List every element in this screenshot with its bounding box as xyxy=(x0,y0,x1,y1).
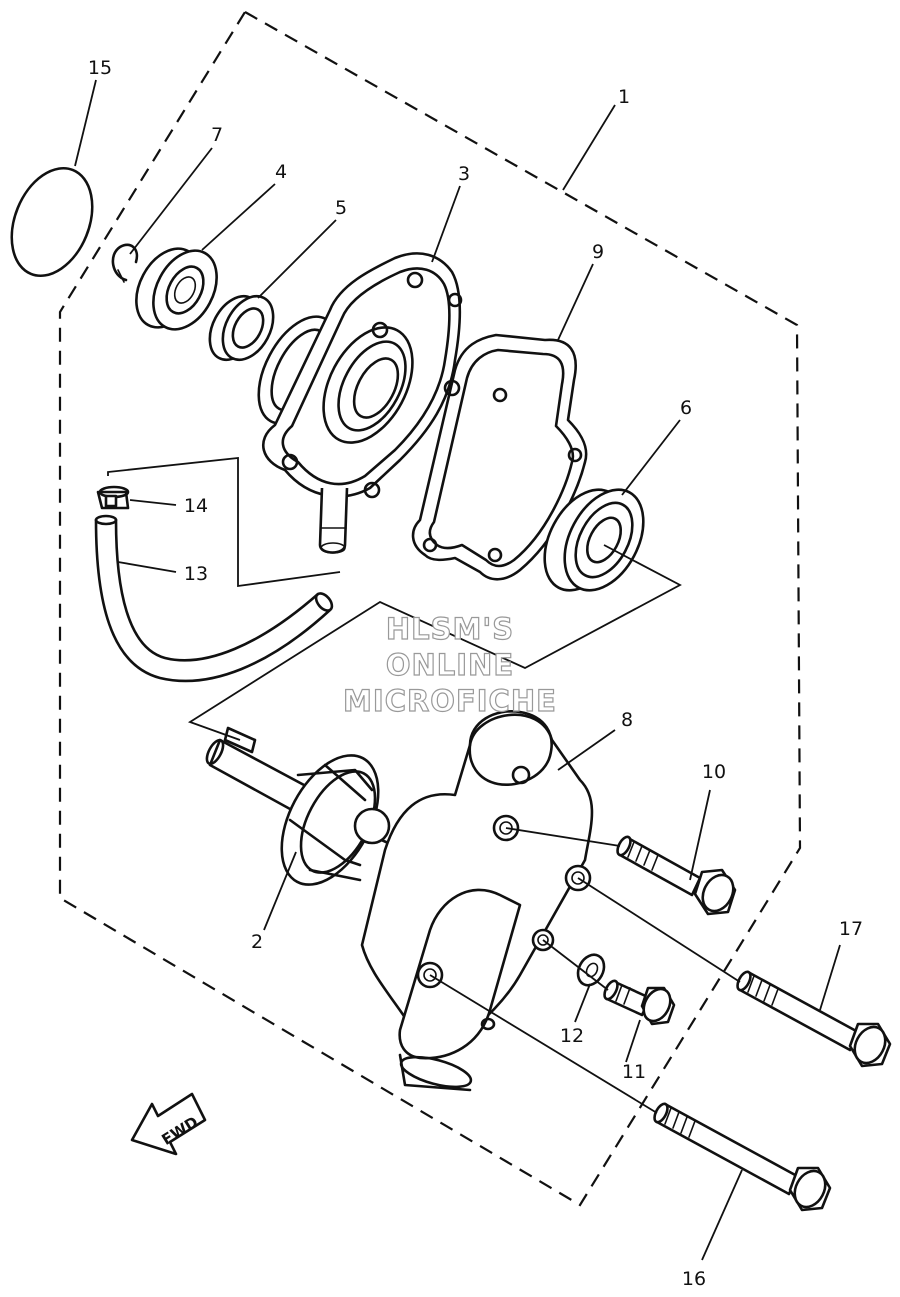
part-17-long-bolt xyxy=(736,970,892,1068)
callout-14: 14 xyxy=(184,495,208,517)
callout-2: 2 xyxy=(251,931,263,953)
part-14-hose-clamp xyxy=(96,485,130,510)
part-9-gasket xyxy=(411,333,588,581)
callout-leaders xyxy=(74,79,841,1261)
callout-6: 6 xyxy=(680,397,692,419)
part-12-washer xyxy=(576,953,606,987)
callout-17: 17 xyxy=(839,918,863,940)
part-2-impeller-shaft xyxy=(205,726,391,886)
callout-15: 15 xyxy=(88,57,112,79)
part-6-mechanical-seal xyxy=(543,488,645,592)
callout-11: 11 xyxy=(622,1061,646,1083)
callout-12: 12 xyxy=(560,1025,584,1047)
callout-10: 10 xyxy=(702,761,726,783)
part-7-circlip xyxy=(111,243,139,283)
callout-13: 13 xyxy=(184,563,208,585)
watermark-line-1: HLSM'S xyxy=(385,611,515,646)
watermark-line-3: MICROFICHE xyxy=(342,683,557,718)
part-4-bearing xyxy=(135,247,218,331)
part-3-pump-housing xyxy=(257,252,463,554)
callout-7: 7 xyxy=(211,124,223,146)
callout-4: 4 xyxy=(275,161,287,183)
callout-8: 8 xyxy=(621,709,633,731)
assembly-boundary xyxy=(58,10,802,1207)
callout-3: 3 xyxy=(458,163,470,185)
callout-5: 5 xyxy=(335,197,347,219)
reference-lines xyxy=(107,456,741,1114)
part-10-bolt xyxy=(616,835,737,916)
part-8-pump-cover xyxy=(360,710,594,1092)
part-15-o-ring xyxy=(10,166,94,278)
watermark-line-2: ONLINE xyxy=(385,647,515,682)
callout-1: 1 xyxy=(618,86,630,108)
callout-labels: 15 1 7 4 3 5 9 6 14 13 8 10 17 2 12 11 1… xyxy=(88,57,863,1290)
part-13-hose xyxy=(94,514,334,683)
part-11-bolt xyxy=(603,979,676,1026)
callout-16: 16 xyxy=(682,1268,706,1290)
part-5-oil-seal xyxy=(208,294,275,362)
part-16-long-bolt xyxy=(653,1102,832,1212)
fwd-direction-arrow: FWD xyxy=(130,1092,207,1156)
callout-9: 9 xyxy=(592,241,604,263)
